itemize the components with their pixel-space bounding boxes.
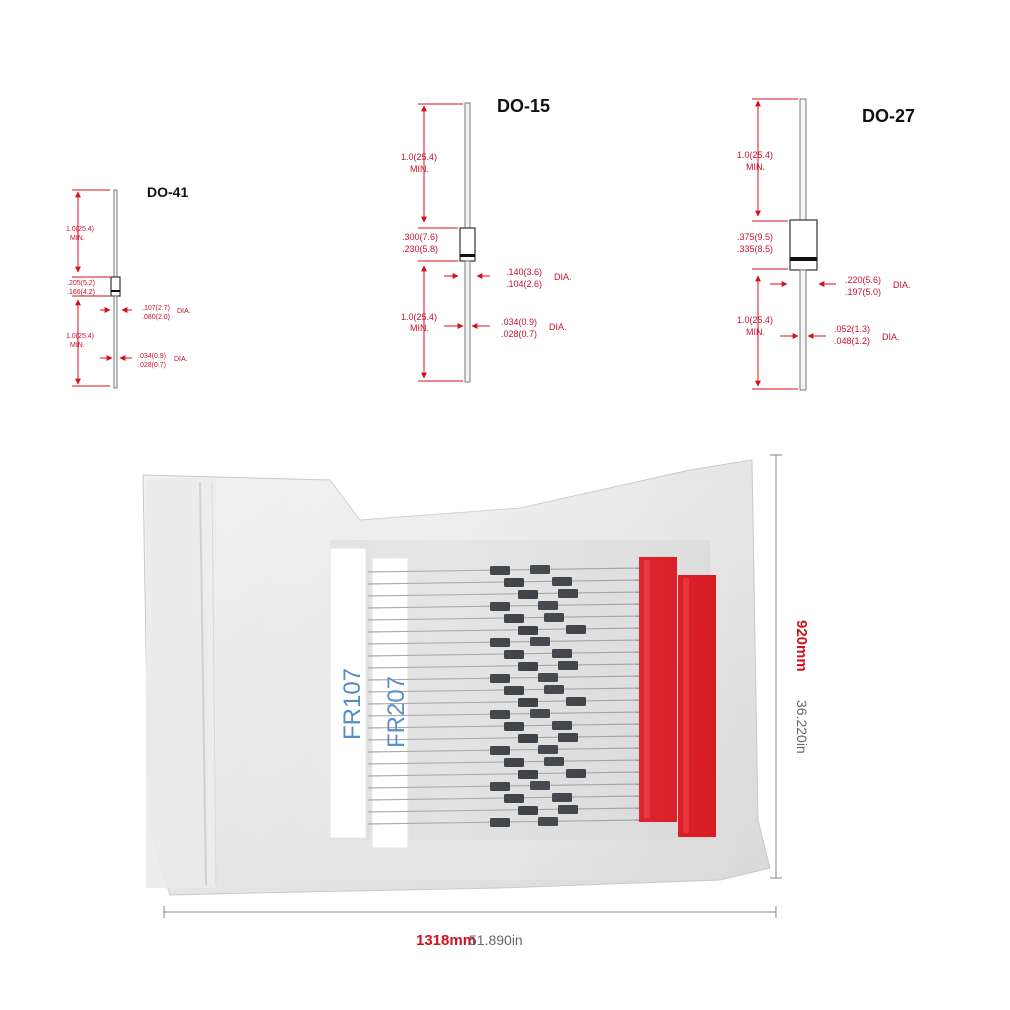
package-do27: DO-27 1.0(25.4) MIN. .375(9.5) .335(8.5)… <box>737 98 915 391</box>
dim-lead-bottom: 1.0(25.4) <box>737 315 773 325</box>
width-in: 51.890in <box>469 932 523 948</box>
diode-lead-bottom <box>799 269 807 391</box>
cathode-band <box>460 254 475 257</box>
dim-lead-dia-min: .048(1.2) <box>834 336 870 346</box>
width-mm: 1318mm <box>416 932 476 949</box>
package-title: DO-27 <box>862 106 915 126</box>
dim-body-dia-max: .140(3.6) <box>506 267 542 277</box>
package-title: DO-41 <box>147 184 188 200</box>
dim-lead-bottom: 1.0(25.4) <box>401 312 437 322</box>
dim-body-length-max: .205(5.2) <box>67 280 95 287</box>
dim-body-length-min: .166(4.2) <box>67 289 95 296</box>
dim-dia-label: DIA. <box>174 356 188 363</box>
dim-lead-dia-max: .034(0.9) <box>138 353 166 360</box>
dim-body-length-max: .300(7.6) <box>402 232 438 242</box>
diode-body <box>789 219 818 271</box>
dim-body-length-max: .375(9.5) <box>737 232 773 242</box>
height-in: 36.220in <box>794 700 810 754</box>
diode-lead-top <box>464 102 471 230</box>
dim-body-dia-min: .104(2.6) <box>506 279 542 289</box>
diode-body <box>110 276 121 297</box>
diode-lead-top <box>113 189 118 279</box>
dim-lead-top: 1.0(25.4) <box>737 150 773 160</box>
dim-lead-top-min: MIN. <box>70 235 85 242</box>
package-title: DO-15 <box>497 96 550 116</box>
cathode-band <box>790 257 817 261</box>
height-mm: 920mm <box>793 620 810 672</box>
package-do41: DO-41 1.0(25.4) MIN. .205(5.2) .166(4.2)… <box>66 184 191 389</box>
dim-body-length-min: .335(8.5) <box>737 244 773 254</box>
cathode-band <box>111 290 120 292</box>
dim-lead-bottom-min: MIN. <box>746 327 765 337</box>
dim-lead-bottom: 1.0(25.4) <box>66 333 94 340</box>
dim-lead-bottom-min: MIN. <box>70 342 85 349</box>
dim-dia-label: DIA. <box>893 280 911 290</box>
dim-dia-label: DIA. <box>554 272 572 282</box>
diode-lead-bottom <box>464 260 471 383</box>
dim-lead-dia-min: .028(0.7) <box>138 362 166 369</box>
dim-body-length-min: .230(5.8) <box>402 244 438 254</box>
dim-body-dia-max: .107(2.7) <box>142 305 170 312</box>
dim-lead-top-min: MIN. <box>746 162 765 172</box>
dim-lead-bottom-min: MIN. <box>410 323 429 333</box>
dim-lead-dia-max: .052(1.3) <box>834 324 870 334</box>
diode-lead-bottom <box>113 295 118 389</box>
dim-body-dia-max: .220(5.6) <box>845 275 881 285</box>
dim-dia-label: DIA. <box>177 308 191 315</box>
dim-body-dia-min: .197(5.0) <box>845 287 881 297</box>
dim-lead-dia-max: .034(0.9) <box>501 317 537 327</box>
dim-body-dia-min: .080(2.0) <box>142 314 170 321</box>
dim-lead-dia-min: .028(0.7) <box>501 329 537 339</box>
dim-lead-top: 1.0(25.4) <box>66 226 94 233</box>
dim-lead-top-min: MIN. <box>410 164 429 174</box>
bag-dimensions: 920mm 36.220in 1318mm 51.890in <box>163 454 810 949</box>
dim-dia-label: DIA. <box>882 332 900 342</box>
diode-bag-photo: FR107 FR207 <box>142 459 771 896</box>
diode-lead-top <box>799 98 807 223</box>
package-do15: DO-15 1.0(25.4) MIN. .300(7.6) .230(5.8)… <box>401 96 572 383</box>
dim-lead-top: 1.0(25.4) <box>401 152 437 162</box>
dim-dia-label: DIA. <box>549 322 567 332</box>
